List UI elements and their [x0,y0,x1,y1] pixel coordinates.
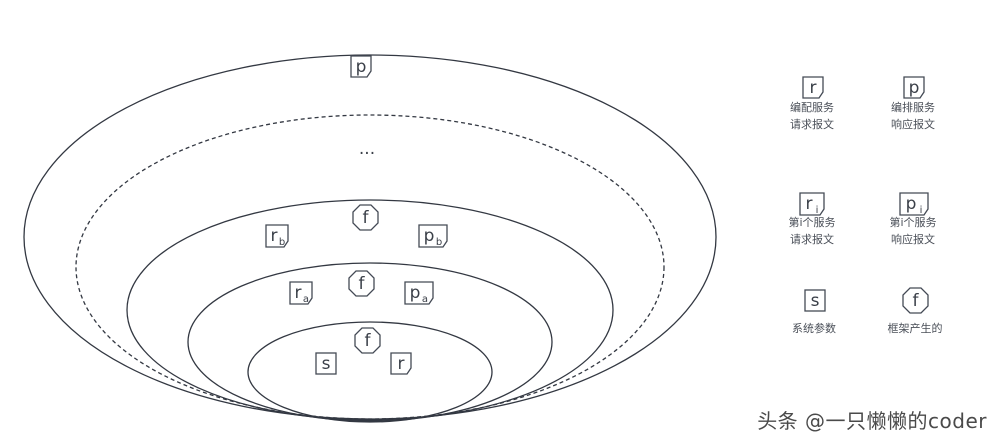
watermark: 头条 @一只懒懒的coder [757,409,987,433]
level-b-request-symbol: r b [265,224,289,248]
legend-label-pi-line1: 第i个服务 [889,215,936,229]
svg-text:p: p [356,57,367,77]
legend-label-ri-line1: 第i个服务 [788,215,835,229]
outer-response-symbol: p [350,55,372,78]
legend-symbol-r: r [802,76,824,99]
svg-text:i: i [920,205,923,216]
legend-symbol-pi: p i [899,192,929,216]
legend-label-r-line2: 请求报文 [790,117,834,131]
level-b-framework-symbol: f [352,204,379,231]
svg-text:a: a [303,294,309,305]
legend-label-p-line2: 响应报文 [891,117,935,131]
svg-text:p: p [410,283,421,303]
svg-text:f: f [363,208,370,228]
legend-label-ri-line2: 请求报文 [790,232,834,246]
inner-request-symbol: r [390,352,412,375]
inner-system-symbol: s [315,352,337,375]
svg-text:r: r [806,194,813,214]
legend-symbol-p: p [903,76,925,99]
dashed-ellipse [75,114,665,420]
level-a-request-symbol: r a [289,281,313,305]
legend-symbol-ri: r i [799,192,825,216]
ellipsis-label: ... [359,139,375,159]
svg-text:r: r [398,354,405,374]
inner-framework-symbol: f [354,327,381,354]
inner-ellipse [247,321,493,423]
svg-text:f: f [359,274,366,294]
svg-text:b: b [279,237,285,248]
svg-text:r: r [810,78,817,98]
outer-ellipse [23,54,717,420]
svg-text:r: r [295,283,302,303]
level-a-framework-symbol: f [348,270,375,297]
legend: r 编配服务 请求报文 p 编排服务 响应报文 r i 第i个服务 请求报文 p… [788,76,943,335]
svg-text:p: p [424,226,435,246]
level-a-response-symbol: p a [404,281,434,305]
legend-symbol-f: f [902,287,929,314]
svg-text:a: a [422,294,428,305]
legend-symbol-s: s [804,289,826,312]
svg-text:b: b [436,237,442,248]
svg-text:f: f [365,331,372,351]
svg-text:p: p [906,194,917,214]
svg-text:f: f [913,291,920,311]
legend-label-s: 系统参数 [792,321,836,335]
legend-label-f: 框架产生的 [888,321,943,335]
svg-text:s: s [811,291,820,311]
level-a-ellipse [187,262,553,422]
svg-text:s: s [322,354,331,374]
legend-label-pi-line2: 响应报文 [891,232,935,246]
level-b-ellipse [126,199,614,421]
svg-text:i: i [816,205,819,216]
svg-text:p: p [909,78,920,98]
svg-text:r: r [271,226,278,246]
legend-label-p-line1: 编排服务 [891,100,935,114]
level-b-response-symbol: p b [418,224,448,248]
legend-label-r-line1: 编配服务 [790,100,834,114]
